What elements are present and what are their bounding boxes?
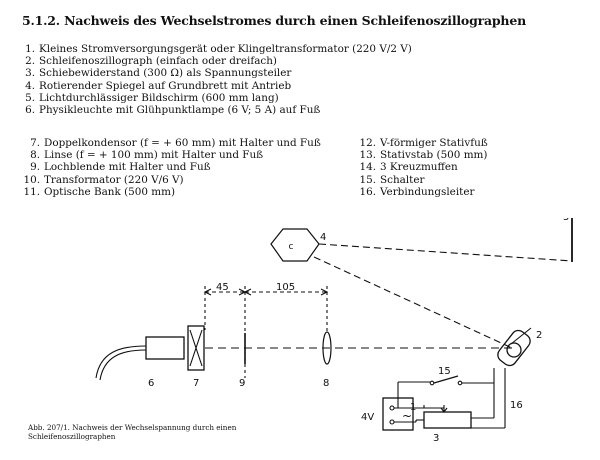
list-item: 12.V-förmiger Stativfuß — [359, 137, 488, 149]
rotating-mirror — [270, 228, 320, 262]
list-item: 5.Lichtdurchlässiger Bildschirm (600 mm … — [25, 91, 279, 104]
list-item: 2.Schleifenoszillograph (einfach oder dr… — [25, 55, 277, 68]
list-item: 6.Physikleuchte mit Glühpunktlampe (6 V;… — [25, 104, 321, 117]
equipment-list-primary: 1.Kleines Stromversorgungsgerät oder Kli… — [20, 43, 412, 116]
list-item: 1.Kleines Stromversorgungsgerät oder Kli… — [25, 43, 412, 55]
lamp-cable — [95, 345, 147, 379]
oscillograph — [497, 329, 531, 367]
lens — [322, 331, 332, 365]
beam-mirror-to-oscillograph — [313, 256, 513, 349]
condenser — [187, 325, 205, 371]
label-8: 8 — [323, 378, 329, 389]
label-15: 15 — [438, 366, 451, 377]
mirror-inner-label: c — [289, 242, 294, 252]
section-heading: 5.1.2. Nachweis des Wechselstromes durch… — [22, 13, 526, 28]
label-9: 9 — [239, 378, 245, 389]
list-item: 3.Schiebewiderstand (300 Ω) als Spannung… — [25, 67, 292, 80]
list-item: 11.Optische Bank (500 mm) — [23, 185, 176, 198]
beam-mirror-to-screen — [318, 243, 573, 262]
list-item: 9.Lochblende mit Halter und Fuß — [30, 161, 211, 174]
list-item: 13.Stativstab (500 mm) — [359, 149, 488, 162]
label-16: 16 — [510, 400, 523, 411]
ac-symbol: ~ — [402, 409, 412, 423]
setup-diagram: c 4 5 2 45 105 6 7 9 8 15 16 1 3 4V ~ — [95, 218, 573, 444]
label-2: 2 — [536, 330, 542, 341]
voltage-label: 4V — [361, 412, 374, 423]
rheostat — [423, 411, 472, 429]
lamp-housing — [145, 336, 185, 360]
list-item: 8.Linse (f = + 100 mm) mit Halter und Fu… — [30, 149, 264, 162]
dim-45: 45 — [216, 282, 229, 293]
equipment-list-right: 12.V-förmiger Stativfuß 13.Stativstab (5… — [356, 137, 488, 198]
label-1: 1 — [410, 402, 416, 413]
figure-caption: Abb. 207/1. Nachweis der Wechselspannung… — [28, 423, 237, 441]
equipment-list-left: 7.Doppelkondensor (f = + 60 mm) mit Halt… — [20, 137, 321, 198]
label-4: 4 — [320, 232, 326, 243]
dim-105: 105 — [276, 282, 295, 293]
list-item: 15.Schalter — [359, 173, 425, 186]
list-item: 10.Transformator (220 V/6 V) — [23, 173, 184, 186]
list-item: 16.Verbindungsleiter — [359, 185, 475, 198]
label-7: 7 — [193, 378, 199, 389]
label-5: 5 — [563, 218, 569, 223]
label-6: 6 — [148, 378, 154, 389]
switch — [433, 375, 459, 384]
list-item: 14.3 Kreuzmuffen — [359, 161, 458, 174]
list-item: 7.Doppelkondensor (f = + 60 mm) mit Halt… — [30, 137, 321, 149]
label-3: 3 — [433, 433, 439, 444]
list-item: 4.Rotierender Spiegel auf Grundbrett mit… — [25, 79, 292, 92]
